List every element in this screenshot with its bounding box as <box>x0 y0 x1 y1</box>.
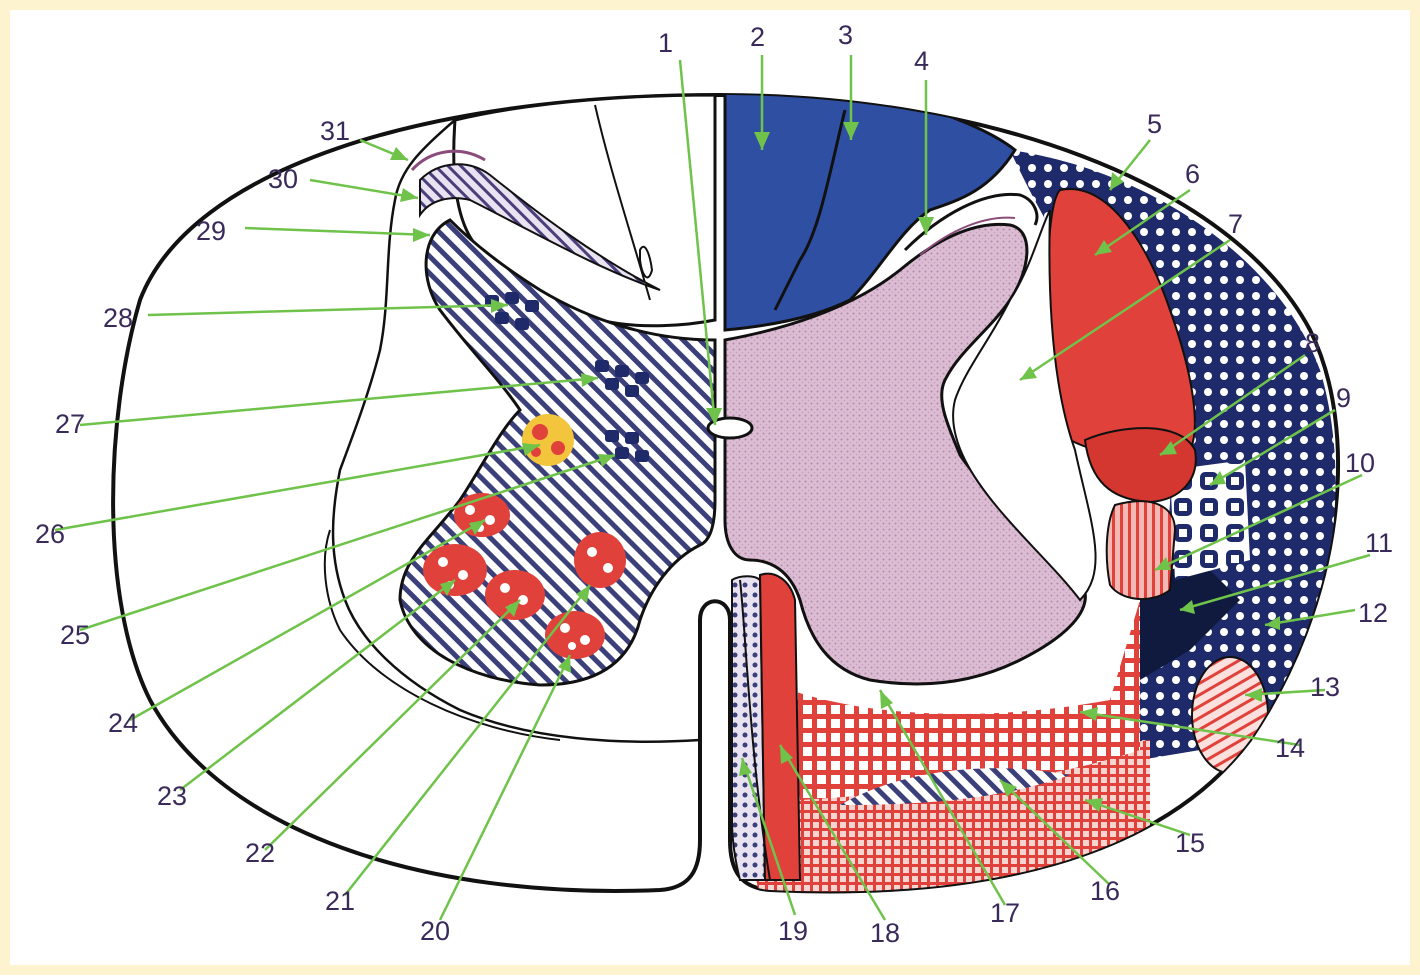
label-20: 20 <box>420 916 450 946</box>
label-11: 11 <box>1365 528 1393 558</box>
label-12: 12 <box>1358 598 1388 628</box>
label-18: 18 <box>870 918 900 948</box>
label-3: 3 <box>838 20 853 50</box>
label-23: 23 <box>157 781 187 811</box>
label-22: 22 <box>245 838 275 868</box>
label-30: 30 <box>268 164 298 194</box>
label-16: 16 <box>1090 876 1120 906</box>
label-13: 13 <box>1310 672 1340 702</box>
nucleus-20 <box>545 611 605 659</box>
label-9: 9 <box>1336 383 1351 413</box>
label-7: 7 <box>1228 209 1243 239</box>
nucleus-21 <box>574 532 626 588</box>
label-2: 2 <box>750 22 765 52</box>
label-14: 14 <box>1275 733 1305 763</box>
label-27: 27 <box>55 409 85 439</box>
label-29: 29 <box>196 216 226 246</box>
label-6: 6 <box>1185 159 1200 189</box>
tract-18-red <box>760 574 800 880</box>
label-21: 21 <box>325 886 355 916</box>
label-25: 25 <box>60 620 90 650</box>
label-15: 15 <box>1175 828 1205 858</box>
tract-10 <box>1107 501 1175 599</box>
label-10: 10 <box>1345 448 1375 478</box>
nucleus-26-yellow <box>522 414 574 466</box>
label-8: 8 <box>1305 328 1320 358</box>
nucleus-23 <box>423 544 487 596</box>
label-26: 26 <box>35 519 65 549</box>
label-31: 31 <box>320 116 350 146</box>
label-19: 19 <box>778 916 808 946</box>
label-28: 28 <box>103 303 133 333</box>
label-1: 1 <box>658 28 673 58</box>
label-24: 24 <box>108 708 138 738</box>
label-17: 17 <box>990 898 1020 928</box>
lateral-region-13 <box>1192 657 1268 773</box>
label-5: 5 <box>1147 109 1162 139</box>
label-4: 4 <box>914 46 929 76</box>
